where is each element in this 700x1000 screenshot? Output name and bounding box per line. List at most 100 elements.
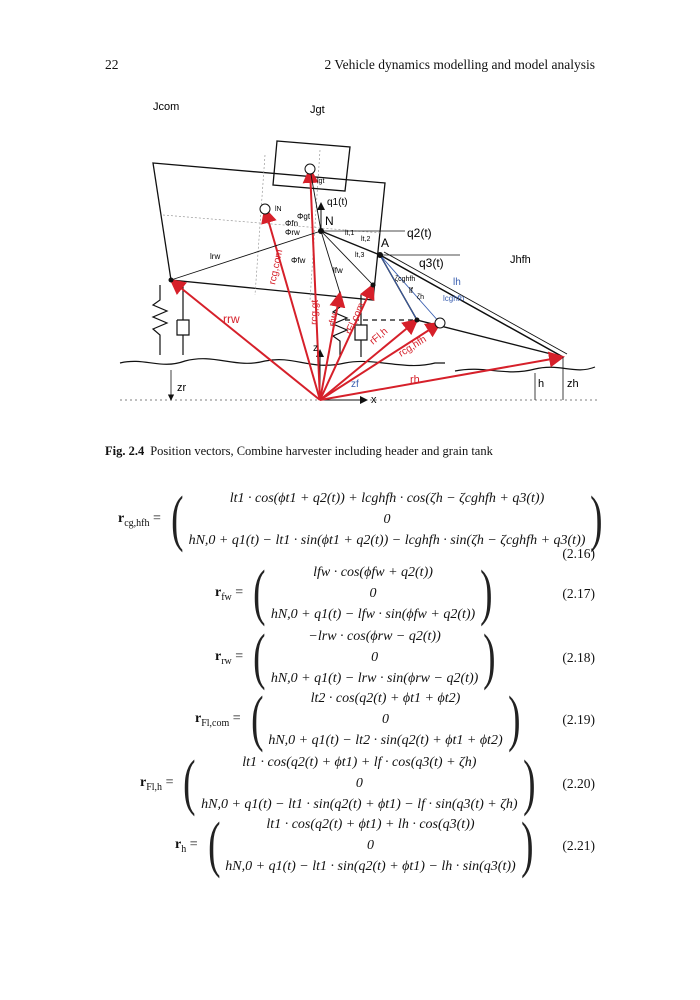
equation-number: (2.16) bbox=[562, 546, 595, 561]
label-phi-rw: Φrw bbox=[285, 228, 300, 237]
equation-number: (2.17) bbox=[562, 586, 595, 601]
matrix-row: 0 bbox=[366, 838, 374, 853]
matrix-row: hN,0 + q1(t) − lfw · sin(ϕfw + q2(t)) bbox=[270, 607, 476, 622]
joint-N bbox=[318, 228, 324, 234]
label-l-h: lh bbox=[453, 277, 461, 288]
matrix-row: −lrw · cos(ϕrw − q2(t)) bbox=[308, 629, 441, 644]
joint-rear-wheel bbox=[168, 277, 174, 283]
header-arm bbox=[320, 230, 381, 256]
caption-label: Fig. 2.4 bbox=[105, 444, 145, 458]
cg-hfh-marker bbox=[434, 317, 446, 329]
header-beam-2 bbox=[383, 251, 568, 355]
vector-r-h bbox=[319, 351, 565, 401]
label-x-axis: x bbox=[371, 394, 377, 406]
line-l-h bbox=[379, 254, 418, 321]
matrix-row: lt1 · cos(q2(t) + ϕt1) + lh · cos(q3(t)) bbox=[266, 817, 475, 832]
label-r-rw: rrw bbox=[223, 312, 240, 326]
equation-20: rFl,h =(lt1 · cos(q2(t) + ϕt1) + lf · co… bbox=[105, 752, 595, 818]
label-jcom: Jcom bbox=[153, 101, 179, 113]
vector-r-cg-hfh bbox=[319, 321, 442, 401]
label-l-t2: lt,2 bbox=[361, 236, 370, 243]
running-head: 2 Vehicle dynamics modelling and model a… bbox=[324, 57, 595, 72]
line-l-rw bbox=[170, 230, 322, 281]
caption-text: Position vectors, Combine harvester incl… bbox=[150, 444, 493, 458]
line-l-cghfh bbox=[379, 254, 441, 324]
ref-line-2 bbox=[254, 154, 266, 296]
matrix-row: hN,0 + q1(t) − lt1 · sin(ϕt1 + q2(t)) − … bbox=[188, 533, 586, 548]
label-l-t3: lt,3 bbox=[355, 252, 364, 259]
label-r-h: rh bbox=[410, 374, 420, 386]
label-l-fw: lfw bbox=[333, 266, 343, 275]
page-header: 22 2 Vehicle dynamics modelling and mode… bbox=[105, 57, 595, 77]
matrix-row: 0 bbox=[371, 650, 379, 665]
vector-r-cg-gt bbox=[302, 167, 321, 401]
matrix-row: hN,0 + q1(t) − lt1 · sin(q2(t) + ϕt1) − … bbox=[225, 859, 516, 874]
equation-number: (2.20) bbox=[562, 776, 595, 791]
label-l-t1: lt,1 bbox=[345, 230, 354, 237]
label-z-f: zf bbox=[351, 379, 359, 390]
header-beam bbox=[379, 254, 564, 358]
matrix-row: 0 bbox=[383, 512, 391, 527]
label-phi-gt: Φgt bbox=[297, 212, 311, 221]
equation-number: (2.18) bbox=[562, 650, 595, 665]
combine-harvester-diagram: Jcom Jgt Jhfh q1(t) q2(t) q3(t) N A Φgt … bbox=[119, 101, 600, 406]
matrix-row: lt1 · cos(ϕt1 + q2(t)) + lcghfh · cos(ζh… bbox=[229, 491, 545, 506]
rear-spring bbox=[151, 285, 169, 355]
equation-lhs: rh = bbox=[175, 836, 198, 855]
equation-lhs: rfw = bbox=[215, 584, 244, 603]
label-q3: q3(t) bbox=[419, 256, 444, 270]
equation-lhs: rrw = bbox=[215, 648, 244, 667]
label-A: A bbox=[381, 236, 389, 250]
label-h: h bbox=[538, 378, 544, 390]
label-l-rw: lrw bbox=[210, 252, 220, 261]
label-r-cg-gt: rcg,gt bbox=[309, 300, 321, 326]
line-l-gt bbox=[309, 168, 322, 232]
matrix-row: lt2 · cos(q2(t) + ϕt1 + ϕt2) bbox=[310, 691, 461, 706]
joint-fl-h bbox=[414, 317, 420, 323]
matrix-row: 0 bbox=[381, 712, 389, 727]
vector-matrix: (lt1 · cos(q2(t) + ϕt1) + lf · cos(q3(t)… bbox=[183, 748, 536, 817]
label-jhfh: Jhfh bbox=[510, 254, 531, 266]
label-q2: q2(t) bbox=[407, 226, 432, 240]
equation-lhs: rFl,h = bbox=[140, 774, 174, 793]
matrix-row: lt1 · cos(q2(t) + ϕt1) + lf · cos(q3(t) … bbox=[242, 755, 477, 770]
vector-r-fl-h bbox=[319, 318, 419, 401]
label-zeta-h: ζh bbox=[417, 294, 424, 301]
label-z-r: zr bbox=[177, 382, 187, 394]
matrix-row: hN,0 + q1(t) − lt2 · sin(q2(t) + ϕt1 + ϕ… bbox=[268, 733, 503, 748]
label-N: N bbox=[325, 214, 334, 228]
vector-matrix: (lt1 · cos(q2(t) + ϕt1) + lh · cos(q3(t)… bbox=[207, 810, 534, 879]
cg-com-marker bbox=[259, 203, 271, 215]
equation-21: rh =(lt1 · cos(q2(t) + ϕt1) + lh · cos(q… bbox=[105, 814, 595, 880]
label-r-fl-com: rFl,com bbox=[344, 301, 368, 336]
joint-fl-com bbox=[370, 282, 376, 288]
label-l-cghfh: lcghfh bbox=[443, 294, 464, 303]
label-l-gt: lgt bbox=[317, 178, 324, 185]
label-phi-fw: Φfw bbox=[291, 256, 306, 265]
label-r-fw: rfw bbox=[327, 312, 340, 328]
cg-gt-marker bbox=[304, 163, 316, 175]
vector-r-fw bbox=[319, 291, 346, 401]
vector-r-fl-com bbox=[319, 283, 375, 401]
line-l-t2 bbox=[320, 230, 374, 286]
equation-lhs: rFl,com = bbox=[195, 710, 241, 729]
label-z-h: zh bbox=[567, 378, 579, 390]
equation-lhs: rcg,hfh = bbox=[118, 510, 161, 529]
matrix-row: lfw · cos(ϕfw + q2(t)) bbox=[313, 565, 433, 580]
label-phi-fn: Φfn bbox=[285, 219, 298, 228]
equation-number: (2.21) bbox=[562, 838, 595, 853]
equation-16: rcg,hfh =(lt1 · cos(ϕt1 + q2(t)) + lcghf… bbox=[105, 488, 603, 561]
label-l-n: lN bbox=[275, 206, 282, 213]
label-r-cg-hfh: rcg,hfh bbox=[397, 334, 429, 360]
vector-r-rw bbox=[169, 278, 321, 401]
vector-r-cg-com bbox=[261, 207, 321, 401]
figure-caption: Fig. 2.4 Position vectors, Combine harves… bbox=[105, 444, 595, 459]
matrix-row: 0 bbox=[355, 776, 363, 791]
label-l-f: lf bbox=[409, 286, 414, 295]
